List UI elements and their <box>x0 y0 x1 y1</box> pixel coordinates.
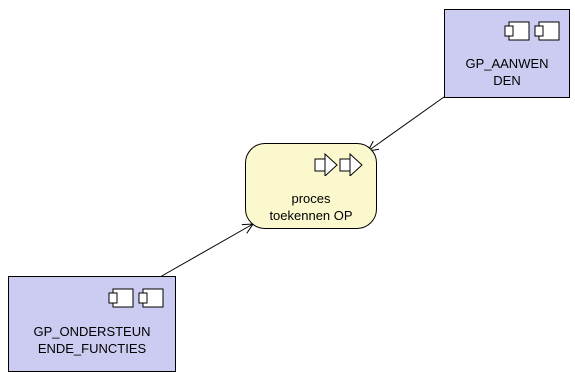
node-label: GP_ONDERSTEUN ENDE_FUNCTIES <box>9 323 175 357</box>
label-line-1: proces <box>291 191 331 206</box>
node-proces-toekennen-op[interactable]: proces toekennen OP <box>245 143 377 229</box>
edge-ondersteunende-to-proces[interactable] <box>159 224 253 278</box>
edge-aanwenden-to-proces[interactable] <box>368 96 445 151</box>
node-gp-aanwenden[interactable]: GP_AANWEN DEN <box>444 9 570 98</box>
label-line-2: ENDE_FUNCTIES <box>37 341 147 356</box>
label-line-2: DEN <box>493 73 521 88</box>
component-icon <box>108 288 164 308</box>
label-line-1: GP_AANWEN <box>465 56 549 71</box>
label-line-2: toekennen OP <box>269 208 353 223</box>
component-icon <box>504 21 560 41</box>
process-chevron-icon <box>314 152 363 176</box>
label-line-1: GP_ONDERSTEUN <box>33 324 151 339</box>
node-label: proces toekennen OP <box>246 190 376 224</box>
node-label: GP_AANWEN DEN <box>445 55 569 89</box>
node-gp-ondersteunende-functies[interactable]: GP_ONDERSTEUN ENDE_FUNCTIES <box>8 276 176 372</box>
